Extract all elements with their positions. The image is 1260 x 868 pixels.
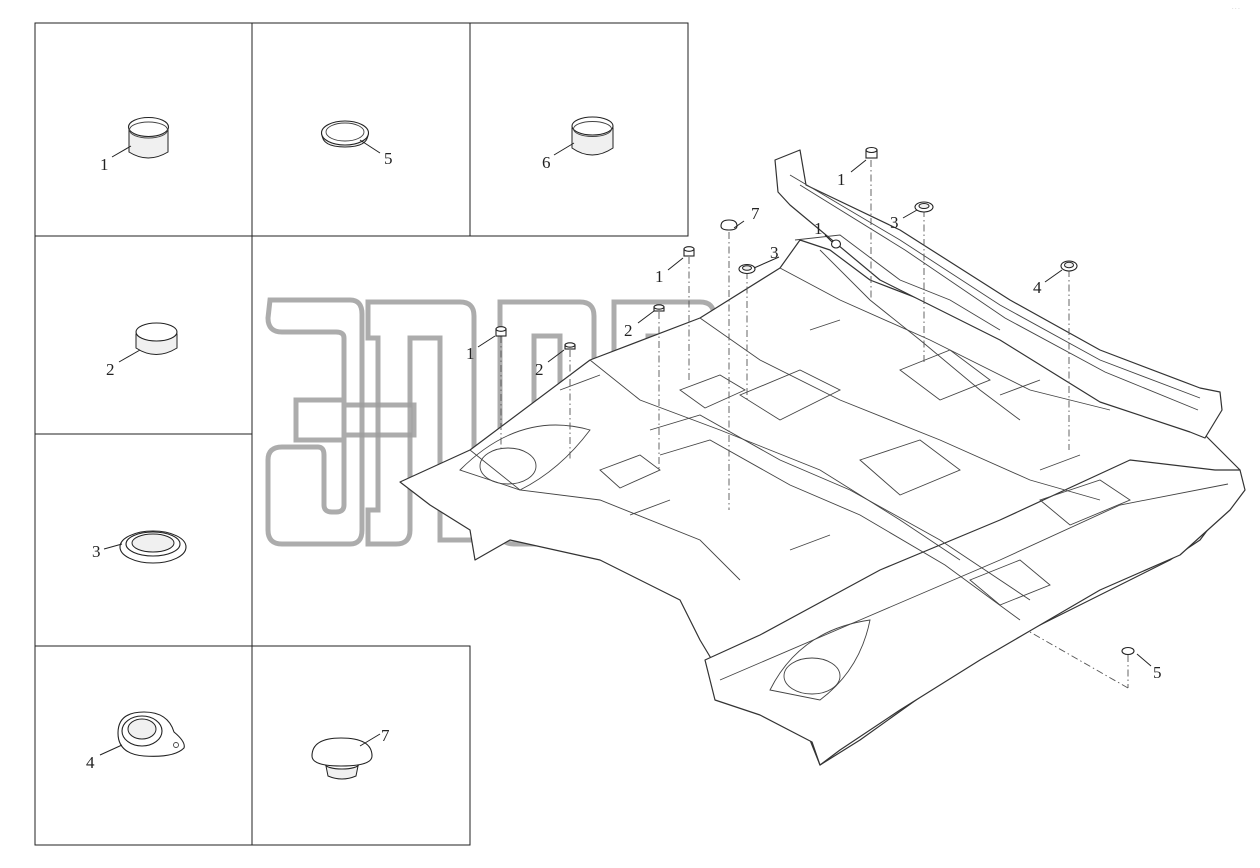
part-number-label: 4 [86, 753, 95, 772]
callout-label: 1 [837, 170, 846, 189]
inset-panel-7: 7 [311, 726, 390, 780]
corner-mark: · · · [1232, 6, 1240, 12]
callout-label: 2 [624, 321, 633, 340]
callout-label: 5 [1153, 663, 1162, 682]
flat-plug-icon [653, 304, 665, 312]
cap-plug-icon [683, 246, 695, 257]
inset-panel-6: 6 [542, 116, 614, 172]
teardrop-grommet-icon [1060, 260, 1078, 272]
push-plug-icon [720, 219, 738, 231]
inset-panel-4: 4 [86, 711, 185, 772]
oval-grommet-icon [320, 120, 370, 148]
callout-label: 1 [466, 344, 475, 363]
push-plug-icon [311, 737, 373, 780]
part-number-label: 3 [92, 542, 101, 561]
inset-panel-3: 3 [92, 530, 187, 564]
inset-panel-1: 1 [100, 116, 170, 174]
flat-plug-icon [135, 322, 178, 355]
cap-plug-icon [495, 326, 507, 337]
large-cap-plug-icon [571, 116, 614, 156]
part-number-label: 7 [381, 726, 390, 745]
callout-label: 3 [770, 243, 779, 262]
flanged-grommet-icon [914, 201, 934, 213]
flanged-grommet-icon [738, 263, 756, 275]
cap-plug-icon [830, 239, 842, 249]
cap-plug-icon [127, 116, 170, 159]
callout-label: 3 [890, 213, 899, 232]
part-number-label: 6 [542, 153, 551, 172]
leader-lines [500, 160, 1129, 689]
callout-label: 4 [1033, 278, 1042, 297]
part-number-label: 1 [100, 155, 109, 174]
callout-leaders [477, 159, 1152, 667]
oval-grommet-icon [1121, 646, 1135, 656]
floor-callouts: 1 3 7 1 3 4 1 2 1 2 5 [466, 170, 1162, 682]
callout-label: 2 [535, 360, 544, 379]
inset-grid [34, 22, 689, 846]
floor-plugs [495, 146, 1135, 656]
flat-plug-icon [564, 342, 576, 350]
teardrop-grommet-icon [117, 711, 185, 757]
callout-label: 1 [814, 219, 823, 238]
callout-label: 7 [751, 204, 760, 223]
part-number-label: 2 [106, 360, 115, 379]
part-number-label: 5 [384, 149, 393, 168]
flanged-grommet-icon [119, 530, 187, 564]
callout-label: 1 [655, 267, 664, 286]
cap-plug-icon [865, 146, 878, 159]
inset-panel-5: 5 [320, 120, 393, 168]
inset-panel-2: 2 [106, 322, 178, 379]
floor-pan-assembly [399, 149, 1246, 766]
